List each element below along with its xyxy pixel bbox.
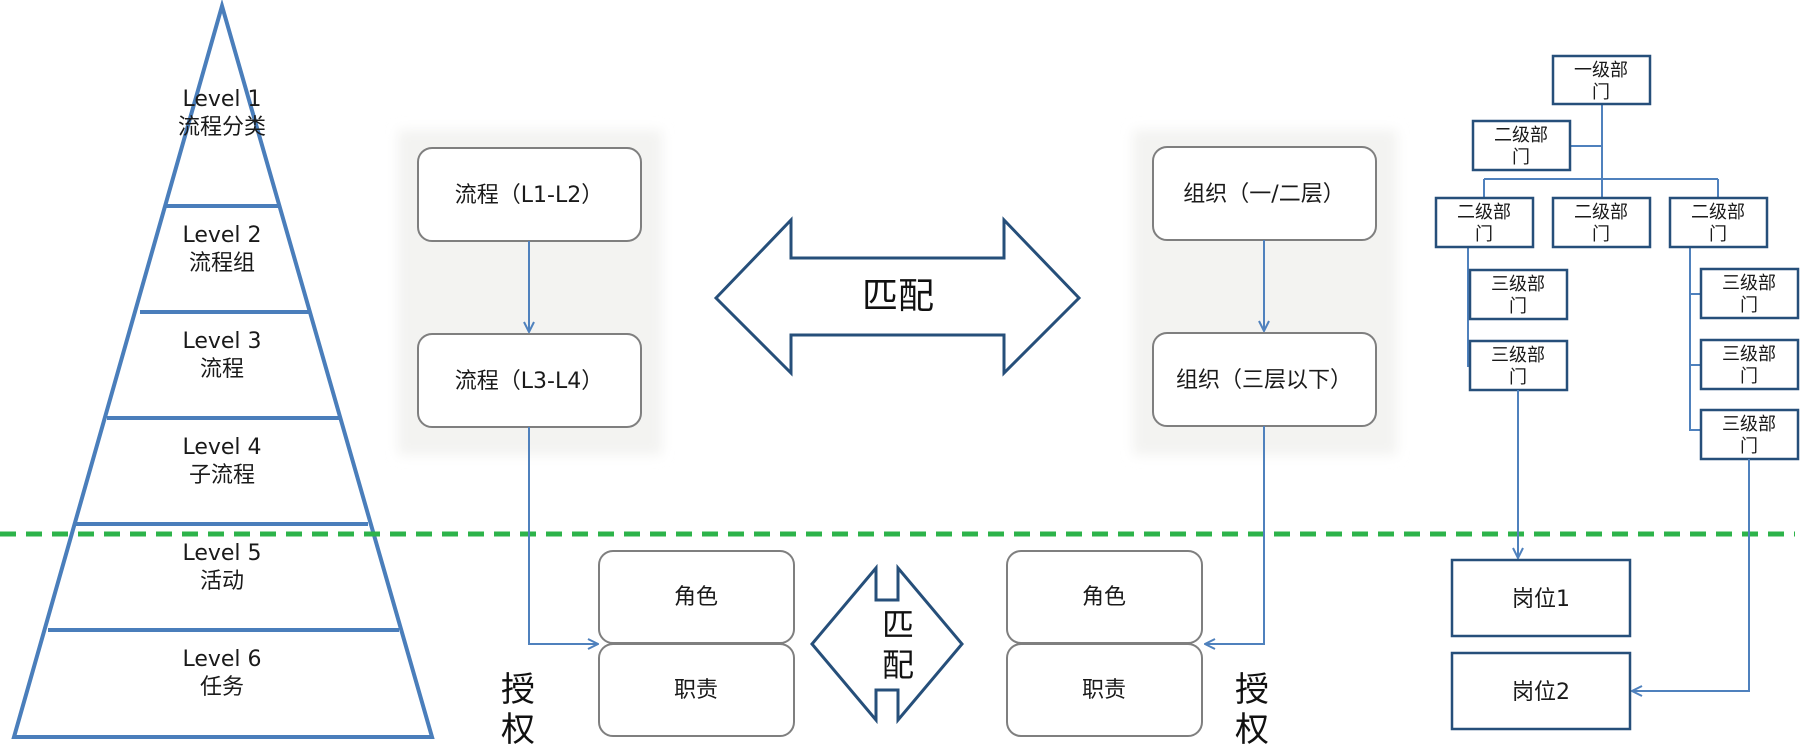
match-small-label-char-1: 匹 xyxy=(882,606,914,644)
process-column: 流程（L1-L2） 流程（L3-L4） xyxy=(398,130,662,644)
pyramid-level-6-name: 任务 xyxy=(200,675,244,700)
org-level-2c-text-1: 二级部 xyxy=(1574,202,1628,223)
org-level-3d3-text-2: 门 xyxy=(1740,436,1758,457)
pyramid-level-6: Level 6 任务 xyxy=(182,647,261,700)
right-duty-box xyxy=(1006,643,1203,737)
dept-to-position-2-arrow xyxy=(1632,459,1750,691)
org-level-3b1-text-2: 门 xyxy=(1509,296,1527,317)
org-level-3-dept-d2: 三级部 门 xyxy=(1699,338,1800,391)
org-level-1-text-2: 门 xyxy=(1592,82,1610,103)
org-level-1-text-1: 一级部 xyxy=(1574,60,1628,81)
org-chart-connectors xyxy=(1467,104,1719,431)
org-level-3d1-text-1: 三级部 xyxy=(1722,273,1776,294)
pyramid-level-4-name: 子流程 xyxy=(189,463,255,488)
org-level-3-dept-d1: 三级部 门 xyxy=(1699,267,1800,320)
org-level-2a-text-2: 门 xyxy=(1512,147,1530,168)
org-level-3b2-text-1: 三级部 xyxy=(1491,345,1545,366)
process-to-role-arrow xyxy=(528,427,598,644)
right-role-duty-pair: 角色 职责 xyxy=(1006,550,1203,737)
organization-column: 组织（一/二层） 组织（三层以下） xyxy=(1133,130,1397,644)
pyramid-level-1: Level 1 流程分类 xyxy=(178,87,266,140)
org-level-3d1-text-2: 门 xyxy=(1740,295,1758,316)
match-small-label-char-2: 配 xyxy=(882,646,914,684)
org-level-3b2-text-2: 门 xyxy=(1509,367,1527,388)
org-level-3d3-text-1: 三级部 xyxy=(1722,414,1776,435)
authorize-right-char-2: 权 xyxy=(1235,710,1269,749)
match-double-arrow-shape xyxy=(713,216,1082,377)
pyramid-level-3-name: 流程 xyxy=(200,357,244,382)
process-level-pyramid: Level 1 流程分类 Level 2 流程组 Level 3 流程 Leve… xyxy=(11,0,435,739)
left-duty-box xyxy=(598,643,795,737)
match-vertical-arrow-shape xyxy=(810,563,964,725)
authorize-label-left: 授 权 xyxy=(501,670,535,749)
position-1: 岗位1 xyxy=(1450,558,1632,638)
left-duty-label: 职责 xyxy=(674,678,718,703)
process-l3-l4-label: 流程（L3-L4） xyxy=(455,369,603,394)
org-level-3-dept-b2: 三级部 门 xyxy=(1468,339,1569,392)
authorize-left-char-1: 授 xyxy=(501,670,535,710)
org-level-2-dept-d: 二级部 门 xyxy=(1668,196,1769,249)
org-level-2b-text-1: 二级部 xyxy=(1457,202,1511,223)
left-role-duty-pair: 角色 职责 xyxy=(598,550,795,737)
authorize-left-char-2: 权 xyxy=(501,710,535,749)
pyramid-level-5-code: Level 5 xyxy=(182,541,261,566)
org-level-2a-text-1: 二级部 xyxy=(1494,125,1548,146)
pyramid-level-4-code: Level 4 xyxy=(182,435,261,460)
pyramid-level-2: Level 2 流程组 xyxy=(182,223,261,276)
org-level-3-dept-d3: 三级部 门 xyxy=(1699,408,1800,461)
pyramid-level-6-code: Level 6 xyxy=(182,647,261,672)
match-double-arrow: 匹配 xyxy=(713,216,1082,377)
position-1-label: 岗位1 xyxy=(1512,587,1570,612)
pyramid-level-4: Level 4 子流程 xyxy=(182,435,261,488)
process-l1-l2-label: 流程（L1-L2） xyxy=(455,183,603,208)
org-level-3b1-text-1: 三级部 xyxy=(1491,274,1545,295)
authorize-label-right: 授 权 xyxy=(1235,670,1269,749)
org-level-1-dept: 一级部 门 xyxy=(1551,54,1652,106)
left-role-label: 角色 xyxy=(674,585,718,610)
pyramid-level-2-code: Level 2 xyxy=(182,223,261,248)
pyramid-outline xyxy=(11,0,435,739)
org-level-2-dept-b: 二级部 门 xyxy=(1434,196,1535,249)
org-level-3d2-text-2: 门 xyxy=(1740,366,1758,387)
org-level-2b-text-2: 门 xyxy=(1475,224,1493,245)
match-vertical-double-arrow: 匹 配 xyxy=(810,563,964,725)
organization-bottom-label: 组织（三层以下） xyxy=(1176,368,1352,393)
position-2-label: 岗位2 xyxy=(1512,680,1570,705)
right-role-label: 角色 xyxy=(1082,585,1126,610)
org-level-3-dept-b1: 三级部 门 xyxy=(1468,268,1569,321)
org-chart: 一级部 门 二级部 门 二级部 门 二级部 门 二级部 门 三级部 xyxy=(1434,54,1800,731)
pyramid-level-3-code: Level 3 xyxy=(182,329,261,354)
org-level-2c-text-2: 门 xyxy=(1592,224,1610,245)
pyramid-level-3: Level 3 流程 xyxy=(182,329,261,382)
position-2: 岗位2 xyxy=(1450,651,1632,731)
pyramid-level-5: Level 5 活动 xyxy=(182,541,261,594)
organization-top-label: 组织（一/二层） xyxy=(1183,182,1344,207)
org-level-2-dept-c: 二级部 门 xyxy=(1551,196,1652,249)
org-level-2-dept-a: 二级部 门 xyxy=(1471,119,1572,172)
right-duty-label: 职责 xyxy=(1082,678,1126,703)
org-level-2d-text-1: 二级部 xyxy=(1691,202,1745,223)
authorize-right-char-1: 授 xyxy=(1235,670,1269,710)
org-level-3d2-text-1: 三级部 xyxy=(1722,344,1776,365)
organization-to-role-arrow xyxy=(1205,426,1265,644)
pyramid-level-2-name: 流程组 xyxy=(189,251,255,276)
pyramid-level-1-name: 流程分类 xyxy=(178,115,266,140)
org-level-2d-text-2: 门 xyxy=(1709,224,1727,245)
pyramid-level-5-name: 活动 xyxy=(200,569,244,594)
match-label: 匹配 xyxy=(862,276,934,317)
pyramid-level-1-code: Level 1 xyxy=(182,87,261,112)
